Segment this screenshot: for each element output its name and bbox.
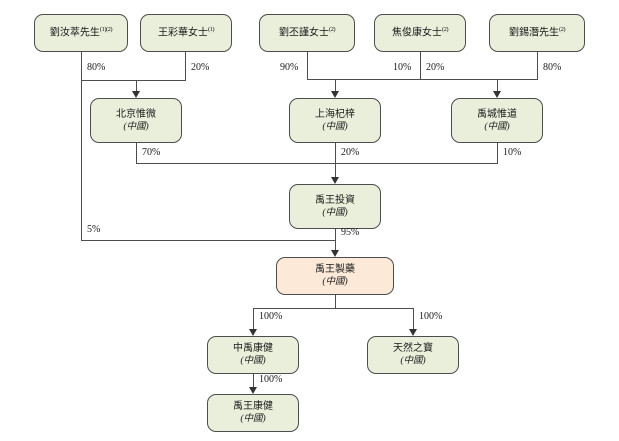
node-label: 焦俊康女士(2) <box>391 26 449 39</box>
connector-line <box>253 308 254 329</box>
node-jiao-junkang: 焦俊康女士(2) <box>374 14 466 52</box>
node-yucheng-weidao: 禹城惟道 (中國) <box>451 98 543 143</box>
footnote-superscript: (1) <box>207 26 215 34</box>
connector-line <box>307 52 308 79</box>
connector-line <box>81 80 186 81</box>
connector-line <box>307 79 538 80</box>
connector-line <box>81 240 335 241</box>
node-yuwang-kangjian: 禹王康健 (中國) <box>207 394 299 432</box>
node-liu-pijin: 劉丕謹女士(2) <box>259 14 355 52</box>
node-label: 禹王投資 <box>315 194 355 206</box>
pct-wang-caihua-beijing: 20% <box>191 62 210 73</box>
arrowhead-down <box>331 250 339 257</box>
node-label: 禹王康健 <box>233 401 273 413</box>
node-yuwang-pharma: 禹王製藥 (中國) <box>276 257 394 295</box>
pct-beijing-investment: 70% <box>142 147 161 158</box>
pct-jiao-junkang-yucheng: 20% <box>426 62 445 73</box>
node-zhongyu-kangjian: 中禹康健 (中國) <box>207 336 299 374</box>
pct-pharma-tianran: 100% <box>419 311 443 322</box>
pct-liu-rucui-beijing: 80% <box>87 62 106 73</box>
arrowhead-down <box>249 329 257 336</box>
arrowhead-down <box>331 91 339 98</box>
pct-zhongyu-kangjian: 100% <box>259 374 283 385</box>
node-country: (中國) <box>322 207 348 218</box>
pct-pharma-zhongyu: 100% <box>259 311 283 322</box>
connector-line <box>497 143 498 163</box>
arrowhead-down <box>493 91 501 98</box>
node-country: (中國) <box>240 414 266 425</box>
connector-line <box>497 79 498 91</box>
node-yuwang-investment: 禹王投資 (中國) <box>289 184 381 229</box>
pct-investment-pharma: 95% <box>341 227 360 238</box>
node-label: 劉錫潛先生(2) <box>508 26 566 39</box>
node-label: 北京惟微 <box>116 108 156 120</box>
node-label: 禹城惟道 <box>477 108 517 120</box>
node-beijing-weiwei: 北京惟微 (中國) <box>90 98 182 143</box>
connector-line <box>81 52 82 240</box>
arrowhead-down <box>132 91 140 98</box>
footnote-superscript: (2) <box>328 26 336 34</box>
footnote-superscript: (1)(2) <box>99 26 113 34</box>
node-country: (中國) <box>484 121 510 132</box>
connector-line <box>136 80 137 91</box>
connector-line <box>335 229 336 250</box>
pct-liu-pijin-shanghai: 90% <box>280 62 299 73</box>
arrowhead-down <box>409 329 417 336</box>
node-country: (中國) <box>123 121 149 132</box>
node-liu-xiqian: 劉錫潛先生(2) <box>489 14 585 52</box>
pct-jiao-junkang-shanghai: 10% <box>393 62 412 73</box>
footnote-superscript: (2) <box>558 26 566 34</box>
connector-line <box>335 143 336 177</box>
node-label: 劉汝萃先生(1)(2) <box>49 26 113 39</box>
node-label: 禹王製藥 <box>315 264 355 276</box>
node-liu-rucui: 劉汝萃先生(1)(2) <box>34 14 128 52</box>
pct-shanghai-investment: 20% <box>341 147 360 158</box>
connector-line <box>185 52 186 80</box>
connector-line <box>136 163 498 164</box>
connector-line <box>335 295 336 308</box>
node-label: 劉丕謹女士(2) <box>278 26 336 39</box>
connector-line <box>537 52 538 79</box>
connector-line <box>335 79 336 91</box>
node-label: 上海杞梓 <box>315 108 355 120</box>
node-label: 天然之寶 <box>393 343 433 355</box>
arrowhead-down <box>331 177 339 184</box>
node-country: (中國) <box>240 356 266 367</box>
footnote-superscript: (2) <box>441 26 449 34</box>
node-label: 中禹康健 <box>233 343 273 355</box>
connector-line <box>253 374 254 387</box>
pct-yucheng-investment: 10% <box>503 147 522 158</box>
node-wang-caihua: 王彩華女士(1) <box>140 14 232 52</box>
pct-liu-xiqian-yucheng: 80% <box>543 62 562 73</box>
connector-line <box>253 308 414 309</box>
node-label: 王彩華女士(1) <box>157 26 215 39</box>
node-country: (中國) <box>400 356 426 367</box>
connector-line <box>413 308 414 329</box>
pct-liu-rucui-pharma: 5% <box>87 224 101 235</box>
connector-line <box>136 143 137 163</box>
connector-line <box>420 52 421 79</box>
node-shanghai-qizi: 上海杞梓 (中國) <box>289 98 381 143</box>
node-tianran-zhibao: 天然之寶 (中國) <box>367 336 459 374</box>
node-country: (中國) <box>322 277 348 288</box>
arrowhead-down <box>249 387 257 394</box>
node-country: (中國) <box>322 121 348 132</box>
